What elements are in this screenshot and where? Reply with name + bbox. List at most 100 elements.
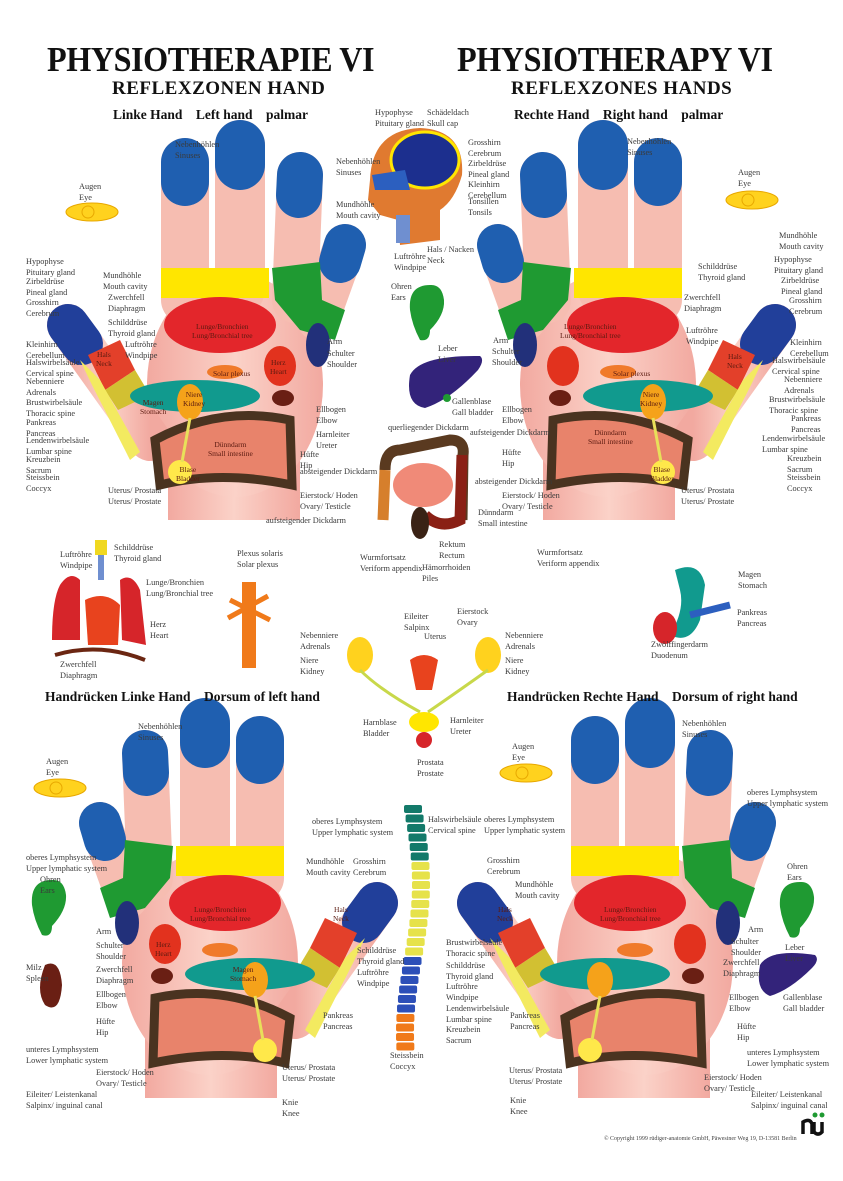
- title-english: PHYSIOTHERAPY VI: [457, 40, 773, 79]
- organ-label-center: Rektum Rectum: [439, 540, 466, 560]
- organ-label-dorsal-left: Knie Knee: [282, 1098, 300, 1118]
- organ-label-palmar-right: Halswirbelsäule Cervical spine: [772, 356, 826, 376]
- organ-label-palmar-left: Hypophyse Pituitary gland: [26, 257, 76, 277]
- vertebra: [410, 909, 429, 918]
- organ-label-palmar-right: Schilddrüse Thyroid gland: [698, 262, 746, 282]
- organ-label-palmar-right: Ellbogen Elbow: [502, 405, 532, 425]
- spine-illustration: [396, 805, 430, 1051]
- organ-label-palmar-right: Pankreas Pancreas: [791, 414, 821, 434]
- organ-label-dorsal-left: Grosshirn Cerebrum: [353, 857, 387, 877]
- organ-label-palmar-right: Mundhöhle Mouth cavity: [779, 231, 824, 251]
- organ-label-dorsal-right: Ohren Ears: [787, 862, 808, 882]
- organ-label-dorsal-right: Arm: [748, 925, 764, 934]
- organ-label-spine: Schilddrüse Thyroid gland: [446, 961, 494, 981]
- organ-label-center: Ohren Ears: [391, 282, 412, 302]
- organ-label-palmar-left: Zirbeldrüse Pineal gland: [26, 277, 68, 297]
- ear-icon: [409, 284, 445, 341]
- vertebra: [410, 852, 429, 861]
- organ-label-middle: Schilddrüse Thyroid gland: [114, 543, 162, 563]
- zone-label: Herz Heart: [270, 358, 287, 376]
- organ-label-middle: Nebenniere Adrenals: [505, 631, 544, 651]
- zone-label: Niere Kidney: [640, 390, 663, 408]
- organ-label-dorsal-left: Ellbogen Elbow: [96, 990, 126, 1010]
- organ-label-palmar-left: Nebenniere Adrenals: [26, 377, 65, 397]
- zone-label: Blase Bladder: [650, 465, 674, 483]
- organ-label-middle: Plexus solaris Solar plexus: [237, 549, 283, 569]
- zone-label: Lunge/Bronchien Lung/Bronchial tree: [560, 322, 621, 340]
- organ-label-center: aufsteigender Dickdarm: [470, 428, 550, 437]
- organ-label-dorsal-left: Eileiter/ Leistenkanal Salpinx/ inguinal…: [26, 1090, 103, 1110]
- eye-icon: [725, 190, 779, 210]
- zone-label: Magen Stomach: [140, 398, 167, 416]
- organ-label-center: Leber Liver: [438, 344, 458, 364]
- organ-label-dorsal-left: Pankreas Pancreas: [323, 1011, 353, 1031]
- organ-label-palmar-left: Kleinhirn Cerebellum: [26, 340, 65, 360]
- organ-label-center: Kleinhirn Cerebellum: [468, 180, 507, 200]
- organ-label-palmar-right: Nebenniere Adrenals: [784, 375, 823, 395]
- eye-icon: [499, 763, 553, 783]
- organ-label-middle: Harnblase Bladder: [363, 718, 397, 738]
- organ-label-center: aufsteigender Dickdarm: [266, 516, 346, 525]
- organ-label-dorsal-right: Augen Eye: [512, 742, 535, 762]
- organ-label-middle: Eileiter Salpinx: [404, 612, 430, 632]
- organ-label-middle: Zwerchfell Diaphragm: [60, 660, 98, 680]
- vertebra: [411, 871, 430, 880]
- organ-label-dorsal-left: Hüfte Hip: [96, 1017, 115, 1037]
- organ-label-middle: Magen Stomach: [738, 570, 768, 590]
- organ-label-palmar-left: Mundhöhle Mouth cavity: [103, 271, 148, 291]
- organ-label-palmar-left: Eierstock/ Hoden Ovary/ Testicle: [300, 491, 358, 511]
- vertebra: [406, 938, 425, 946]
- organ-label-dorsal-right: Hüfte Hip: [737, 1022, 756, 1042]
- organ-label-palmar-left: Harnleiter Ureter: [316, 430, 350, 450]
- organ-label-dorsal-right: Schulter Shoulder: [731, 937, 761, 957]
- zone-label: Solar plexus: [613, 369, 651, 378]
- organ-label-palmar-right: Grosshirn Cerebrum: [789, 296, 823, 316]
- vertebra: [403, 957, 422, 965]
- zone-label: Hals Neck: [333, 905, 349, 923]
- section-palmar-left: Linke Hand Left hand palmar: [113, 107, 309, 122]
- subtitle-german: REFLEXZONEN HAND: [112, 78, 326, 99]
- zone-label: Magen Stomach: [230, 965, 257, 983]
- vertebra: [411, 900, 430, 908]
- organ-label-palmar-right: Kreuzbein Sacrum: [787, 454, 822, 474]
- subtitle-english: REFLEXZONES HANDS: [511, 78, 733, 99]
- zone-label: Hals Neck: [727, 352, 743, 370]
- organ-label-dorsal-left: Augen Eye: [46, 757, 69, 777]
- organ-label-dorsal-right: oberes Lymphsystem Upper lymphatic syste…: [484, 815, 566, 835]
- organ-label-middle: Zwölffingerdarm Duodenum: [651, 640, 708, 660]
- organ-label-middle: Nebenniere Adrenals: [300, 631, 339, 651]
- organ-label-center: Luftröhre Windpipe: [394, 252, 427, 272]
- organ-label-spine: Lendenwirbelsäule Lumbar spine: [446, 1004, 510, 1024]
- organ-label-dorsal-left: Mundhöhle Mouth cavity: [306, 857, 351, 877]
- organ-label-middle: Luftröhre Windpipe: [60, 550, 93, 570]
- vertebra: [405, 947, 424, 956]
- organ-label-palmar-left: Lendenwirbelsäule Lumbar spine: [26, 436, 90, 456]
- organ-label-dorsal-left: Ohren Ears: [40, 875, 61, 895]
- organ-label-dorsal-left: Arm: [96, 927, 112, 936]
- organ-label-spine: Halswirbelsäule Cervical spine: [428, 815, 482, 835]
- organ-label-center: Tonsillen Tonsils: [468, 197, 499, 217]
- organ-label-middle: Prostata Prostate: [417, 758, 444, 778]
- organ-label-palmar-right: Lendenwirbelsäule Lumbar spine: [762, 434, 826, 454]
- organ-label-dorsal-right: oberes Lymphsystem Upper lymphatic syste…: [747, 788, 829, 808]
- vertebra: [411, 862, 430, 870]
- stomach-illustration: [653, 567, 731, 644]
- zone-label: Dünndarm Small intestine: [588, 428, 633, 446]
- organ-label-palmar-left: Hüfte Hip: [300, 450, 319, 470]
- organ-label-center: Hals / Nacken Neck: [427, 245, 474, 265]
- vertebra: [411, 890, 430, 899]
- organ-label-dorsal-right: Zwerchfell Diaphragm: [723, 958, 761, 978]
- organ-label-dorsal-left: Steissbein Coccyx: [390, 1051, 424, 1071]
- organ-label-center: Grosshirn Cerebrum: [468, 138, 502, 158]
- organ-label-middle: Niere Kidney: [300, 656, 325, 676]
- organ-label-dorsal-right: Eileiter/ Leistenkanal Salpinx/ inguinal…: [751, 1090, 828, 1110]
- organ-label-dorsal-right: Pankreas Pancreas: [510, 1011, 540, 1031]
- zone-label: Dünndarm Small intestine: [208, 440, 253, 458]
- organ-label-middle: Uterus: [424, 632, 447, 641]
- zone-label: Blase Bladder: [176, 465, 200, 483]
- organ-label-palmar-right: Steissbein Coccyx: [787, 473, 821, 493]
- organ-label-palmar-right: Brustwirbelsäule Thoracic spine: [769, 395, 826, 415]
- organ-label-palmar-left: Halswirbelsäule Cervical spine: [26, 358, 80, 378]
- organ-label-dorsal-right: Eierstock/ Hoden Ovary/ Testicle: [704, 1073, 762, 1093]
- organ-label-palmar-left: Kreuzbein Sacrum: [26, 455, 61, 475]
